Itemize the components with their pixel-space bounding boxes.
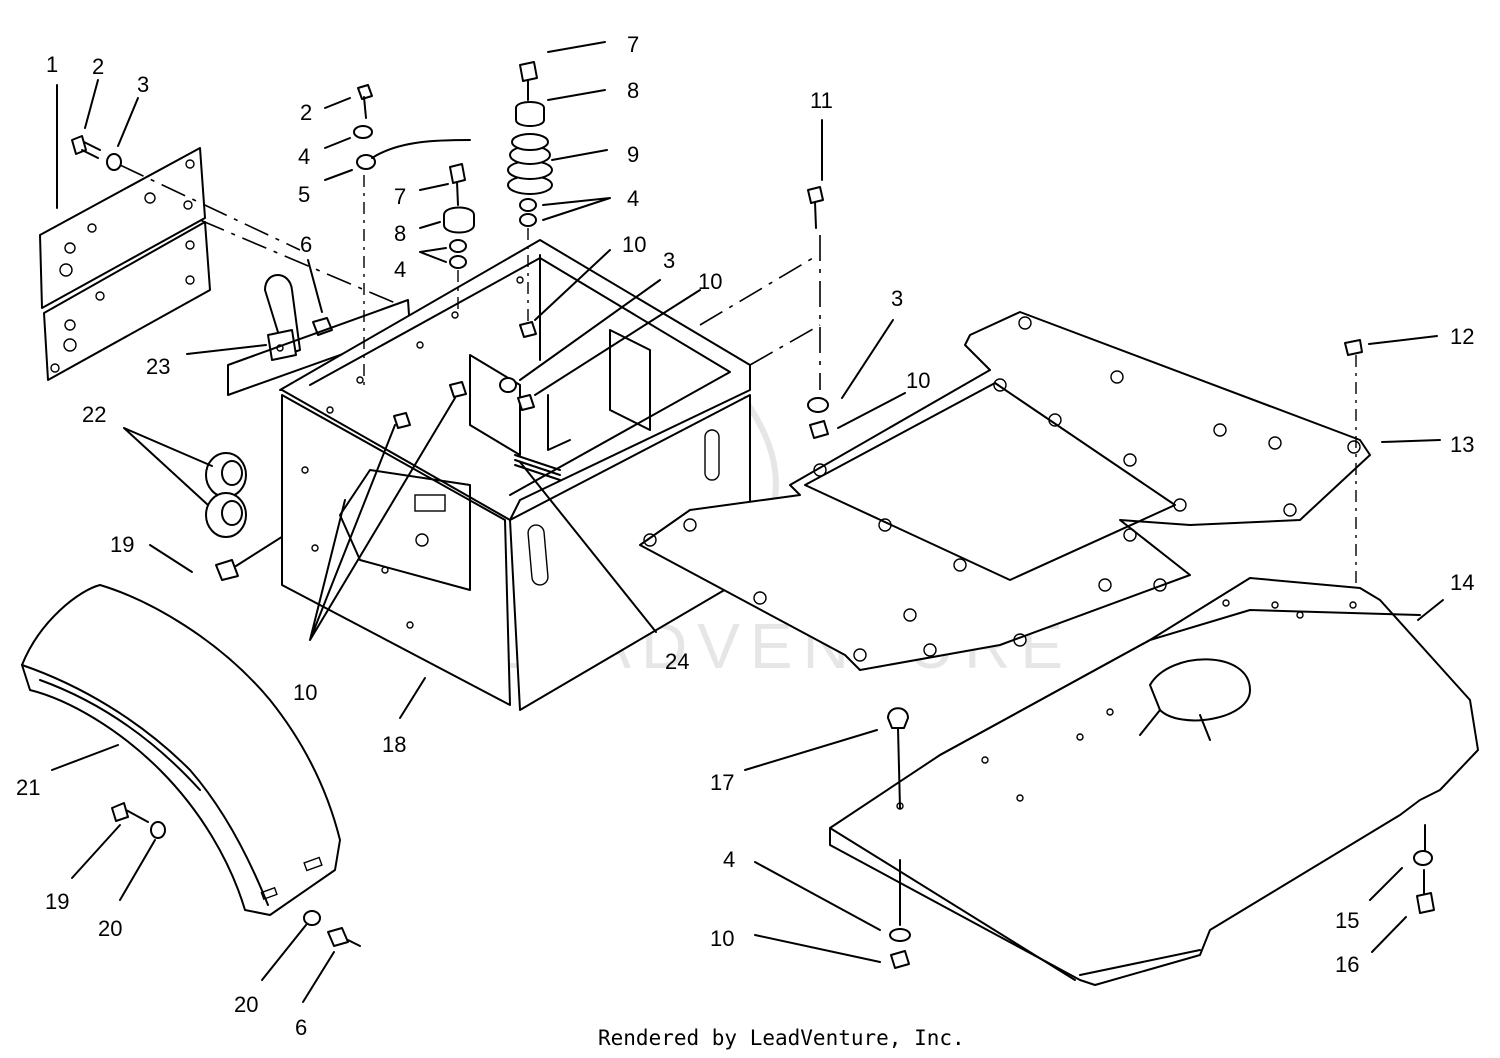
- callout-2: 2: [300, 100, 312, 125]
- callout-10: 10: [710, 926, 734, 951]
- part-13-gasket: [639, 311, 1371, 671]
- callout-4: 4: [723, 847, 735, 872]
- part-20-washer-upper: [150, 821, 166, 839]
- part-7-bolt-mid: [449, 163, 466, 184]
- part-4-washer-a: [353, 125, 373, 139]
- part-10-nut-c: [393, 412, 411, 429]
- callout-19: 19: [110, 532, 134, 557]
- callout-7: 7: [394, 184, 406, 209]
- callout-23: 23: [146, 354, 170, 379]
- part-24-strip-end: [547, 394, 571, 451]
- footer-credit: Rendered by LeadVenture, Inc.: [598, 1026, 965, 1050]
- part-20-washer-lower: [303, 910, 321, 926]
- callout-3: 3: [891, 286, 903, 311]
- callout-11: 11: [810, 88, 833, 113]
- part-3-washer-mid: [499, 377, 517, 393]
- callout-2: 2: [92, 54, 104, 79]
- bolt-7-shank: [456, 181, 459, 206]
- part-3-washer-left: [106, 153, 122, 171]
- part-8-spacer-top: [515, 101, 545, 127]
- part-6-nut-lower: [327, 927, 349, 947]
- callout-6: 6: [300, 232, 312, 257]
- part-2-screw-center: [357, 84, 373, 100]
- part-15-washer: [1413, 850, 1433, 866]
- part-10-nut-a: [519, 321, 537, 338]
- callout-9: 9: [627, 142, 639, 167]
- callout-labels: 1 2 3 2 4 5 7 8 4 6 23 22 7 8 9 4 10 3 1…: [16, 32, 1474, 1040]
- part-24-strip: [514, 454, 561, 481]
- callout-10: 10: [622, 232, 646, 257]
- callout-19: 19: [45, 889, 69, 914]
- part-6-nut-top: [312, 317, 333, 336]
- callout-3: 3: [137, 72, 149, 97]
- callout-14: 14: [1450, 570, 1474, 595]
- bolt-11-shank: [814, 201, 817, 229]
- callout-17: 17: [710, 770, 734, 795]
- part-5-terminal: [356, 154, 376, 170]
- part-4-washer-c: [449, 255, 467, 269]
- callout-10: 10: [293, 680, 317, 705]
- part-21-fender: [21, 584, 341, 916]
- part-19-bolt-upper: [215, 559, 239, 581]
- part-4-washer-f: [889, 928, 911, 942]
- part-12-pin: [1344, 339, 1363, 356]
- callout-3: 3: [663, 248, 675, 273]
- callout-8: 8: [627, 78, 639, 103]
- part-10-nut-d: [517, 394, 535, 411]
- part-4-washer-b: [449, 239, 467, 253]
- centerline-5: [699, 235, 821, 390]
- part-10-nut-f: [890, 950, 910, 969]
- callout-4: 4: [394, 257, 406, 282]
- callout-10: 10: [906, 368, 930, 393]
- part-10-nut-b: [449, 381, 467, 398]
- part-1-bracket-plates: [39, 147, 211, 381]
- bolt-19-lower-shank: [125, 809, 149, 823]
- plug-17-shank: [897, 727, 901, 809]
- callout-12: 12: [1450, 324, 1474, 349]
- callout-8: 8: [394, 221, 406, 246]
- leader-lines: [51, 41, 1444, 1003]
- screw-2-shank: [363, 96, 367, 119]
- callout-24: 24: [665, 649, 689, 674]
- part-4-washer-d: [519, 198, 537, 212]
- part-4-washer-e: [519, 213, 537, 227]
- part-3-washer-right: [807, 397, 829, 413]
- callout-7: 7: [627, 32, 639, 57]
- part-16-bolt: [1416, 892, 1435, 914]
- callout-20: 20: [98, 916, 122, 941]
- part-19-bolt-lower: [111, 802, 129, 822]
- callout-6: 6: [295, 1015, 307, 1040]
- callout-4: 4: [627, 186, 639, 211]
- callout-15: 15: [1335, 908, 1359, 933]
- part-10-nut-e: [809, 420, 829, 439]
- callout-20: 20: [234, 992, 258, 1017]
- cable: [371, 139, 471, 159]
- callout-22: 22: [82, 402, 106, 427]
- callout-10: 10: [698, 269, 722, 294]
- callout-1: 1: [46, 52, 58, 77]
- centerline: [119, 164, 401, 306]
- part-9-isolator: [507, 133, 553, 195]
- part-11-bolt: [807, 186, 824, 204]
- part-8-spacer-mid: [443, 206, 475, 234]
- part-17-plug: [887, 707, 909, 729]
- callout-13: 13: [1450, 432, 1474, 457]
- callout-18: 18: [382, 732, 406, 757]
- part-2-screw-left: [71, 135, 101, 159]
- part-7-bolt-top: [519, 61, 538, 82]
- callout-4: 4: [298, 144, 310, 169]
- part-14-cover: [829, 577, 1479, 986]
- part-22-bumpers: [205, 452, 247, 538]
- callout-21: 21: [16, 775, 40, 800]
- callout-16: 16: [1335, 952, 1359, 977]
- nut-6-end: [347, 939, 361, 947]
- part-23-clamp: [264, 274, 301, 361]
- callout-5: 5: [298, 182, 310, 207]
